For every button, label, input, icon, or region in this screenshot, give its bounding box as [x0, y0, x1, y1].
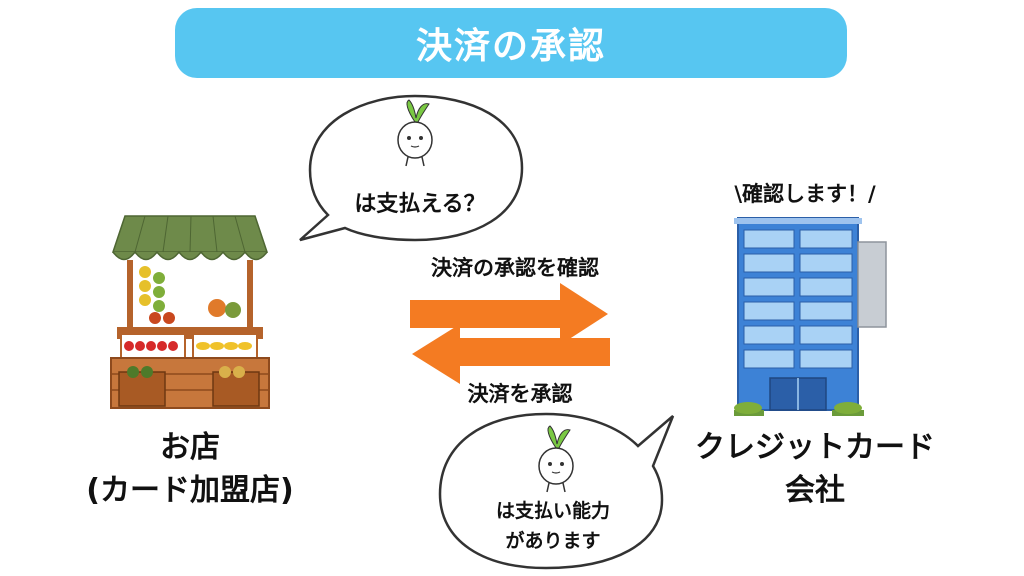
- exchange-arrows: [410, 283, 610, 384]
- company-sublabel: 会社: [785, 473, 845, 508]
- bubble-bottom-line1: は支払い能力: [495, 500, 610, 522]
- radish-character-icon: [397, 99, 433, 167]
- shop-stall-icon: [110, 215, 270, 409]
- arrow-left-icon: [412, 324, 610, 384]
- shop-label: お店: [160, 430, 220, 465]
- office-building-icon: [734, 217, 887, 416]
- arrow-left-label: 決済を承認: [467, 382, 573, 406]
- page-title: 決済の承認: [415, 26, 606, 67]
- arrow-right-icon: [410, 283, 608, 345]
- bubble-bottom-line2: があります: [505, 530, 601, 552]
- arrow-right-label: 決済の承認を確認: [431, 256, 599, 280]
- shop-sublabel: (カード加盟店): [86, 473, 294, 508]
- title-banner: 決済の承認: [175, 8, 847, 78]
- bubble-top-text: は支払える？: [354, 192, 486, 217]
- speech-bubble-top: [299, 94, 524, 242]
- speech-bubble-bottom: [438, 412, 675, 570]
- company-callout: \確認します！/: [734, 182, 876, 206]
- company-label: クレジットカード: [695, 430, 935, 465]
- radish-character-icon: [538, 425, 574, 493]
